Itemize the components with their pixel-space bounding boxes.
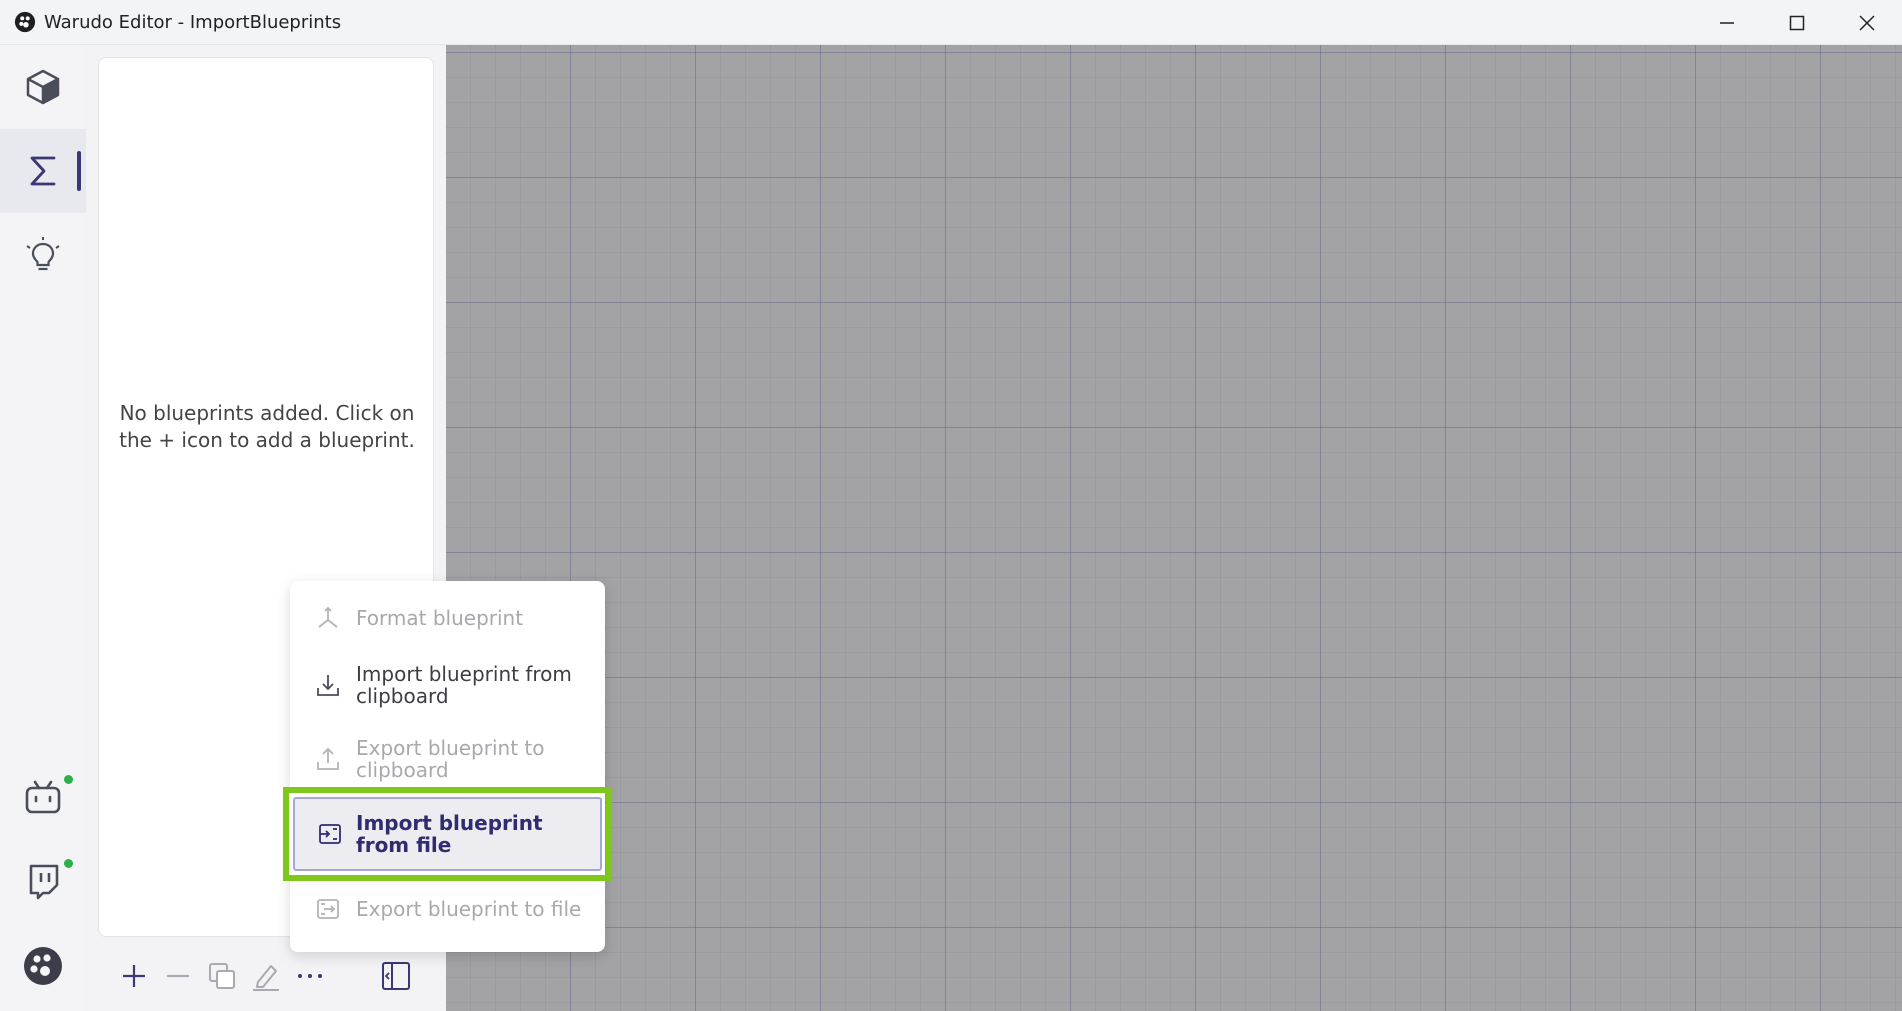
lightbulb-icon — [26, 237, 60, 271]
collapse-panel-button[interactable] — [378, 958, 414, 994]
rail-item-bilibili[interactable] — [0, 756, 86, 840]
twitch-icon — [29, 864, 59, 900]
empty-state-message: No blueprints added. Click on the + icon… — [119, 401, 415, 452]
cube-icon — [26, 69, 60, 105]
minus-icon — [167, 974, 189, 978]
rail-item-scene[interactable] — [0, 45, 86, 129]
menu-item-export-clipboard[interactable]: Export blueprint to clipboard — [290, 731, 605, 787]
plus-icon — [123, 965, 145, 987]
more-options-button[interactable] — [292, 958, 328, 994]
sigma-icon — [30, 156, 56, 186]
status-dot — [64, 775, 73, 784]
active-indicator — [77, 151, 81, 191]
minimize-button[interactable] — [1692, 0, 1762, 45]
upload-icon — [314, 745, 342, 773]
left-rail — [0, 45, 86, 1011]
maximize-button[interactable] — [1762, 0, 1832, 45]
remove-blueprint-button[interactable] — [160, 958, 196, 994]
collapse-panel-icon — [382, 962, 410, 990]
close-icon — [1859, 14, 1875, 31]
menu-item-label: Format blueprint — [356, 606, 524, 630]
menu-item-import-file[interactable]: Import blueprint from file — [283, 787, 612, 881]
highlighted-item-background — [293, 797, 602, 871]
menu-item-label: Import blueprint from clipboard — [356, 662, 572, 708]
blueprint-graph-canvas[interactable] — [446, 45, 1902, 1011]
menu-item-label: Export blueprint to file — [356, 897, 582, 921]
more-options-menu: Format blueprint Import blueprint from c… — [283, 581, 612, 952]
rename-icon — [253, 965, 279, 991]
menu-item-label: Import blueprint from file — [356, 811, 543, 857]
maximize-icon — [1789, 15, 1805, 30]
close-button[interactable] — [1832, 0, 1902, 45]
rail-item-plugins[interactable] — [0, 213, 86, 297]
duplicate-icon — [209, 963, 235, 989]
title-bar: Warudo Editor - ImportBlueprints — [0, 0, 1902, 45]
bilibili-icon — [25, 780, 61, 814]
menu-item-label: Export blueprint to clipboard — [356, 736, 545, 782]
minimize-icon — [1720, 21, 1734, 24]
warudo-logo-icon — [24, 947, 62, 985]
download-icon — [314, 671, 342, 699]
status-dot — [64, 859, 73, 868]
more-icon — [298, 974, 322, 978]
rename-blueprint-button[interactable] — [248, 958, 284, 994]
duplicate-blueprint-button[interactable] — [204, 958, 240, 994]
window-controls — [1692, 0, 1902, 45]
rail-item-warudo[interactable] — [0, 924, 86, 1008]
blueprint-toolbar — [98, 946, 434, 1006]
menu-item-format-blueprint[interactable]: Format blueprint — [290, 593, 605, 643]
file-export-icon — [314, 895, 342, 923]
warudo-logo-icon — [14, 11, 36, 33]
rail-item-twitch[interactable] — [0, 840, 86, 924]
menu-item-import-clipboard[interactable]: Import blueprint from clipboard — [290, 657, 605, 713]
file-import-icon — [316, 820, 344, 848]
rail-item-blueprints[interactable] — [0, 129, 86, 213]
window-title: Warudo Editor - ImportBlueprints — [44, 11, 342, 33]
format-icon — [314, 604, 342, 632]
menu-item-export-file[interactable]: Export blueprint to file — [290, 881, 605, 937]
add-blueprint-button[interactable] — [116, 958, 152, 994]
